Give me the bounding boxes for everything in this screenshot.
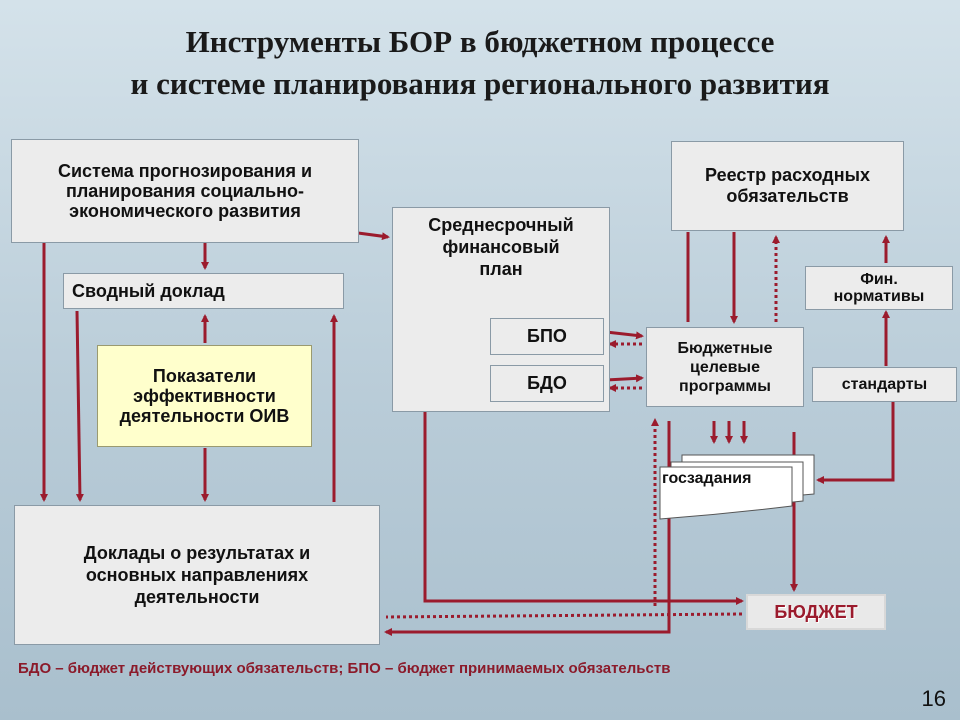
budget-box: БЮДЖЕТ	[746, 594, 886, 630]
page-number: 16	[921, 686, 946, 711]
summary-report-box: Сводный доклад	[63, 273, 344, 309]
footnote: БДО – бюджет действующих обязательств; Б…	[18, 660, 671, 677]
summary-report-label: Сводный доклад	[72, 280, 225, 301]
budget-label: БЮДЖЕТ	[774, 601, 858, 622]
arrow-summary-to-results	[75, 310, 84, 502]
registry-label: Реестр расходных обязательств	[705, 165, 870, 206]
fin-norms-box: Фин. нормативы	[805, 266, 953, 310]
arrow-bpo-to-programs	[605, 330, 644, 340]
standards-label: стандарты	[841, 375, 928, 393]
bdo-label: БДО	[527, 373, 567, 393]
target-programs-label: Бюджетные целевые программы	[677, 339, 773, 395]
state-tasks-shape	[659, 454, 815, 520]
bpo-label: БПО	[527, 326, 567, 346]
performance-indicators-label: Показатели эффективности деятельности ОИ…	[119, 366, 290, 426]
arrow-forecast-to-plan	[357, 231, 390, 241]
registry-box: Реестр расходных обязательств	[671, 141, 904, 231]
arrow-plan-to-budget	[423, 412, 744, 605]
performance-indicators-box: Показатели эффективности деятельности ОИ…	[97, 345, 312, 447]
bdo-box: БДО	[490, 365, 604, 402]
title-line-1: Инструменты БОР в бюджетном процессе	[185, 24, 775, 59]
medium-term-plan-label: Среднесрочный финансовый план	[428, 215, 574, 279]
forecast-system-label: Система прогнозирования и планирования с…	[57, 161, 313, 221]
arrow-bdo-to-programs	[605, 374, 644, 383]
arrow-standards-to-tasks	[816, 401, 895, 484]
results-reports-label: Доклады о результатах и основных направл…	[83, 543, 311, 607]
results-reports-box: Доклады о результатах и основных направл…	[14, 505, 380, 645]
title-line-2: и системе планирования регионального раз…	[130, 66, 830, 101]
target-programs-box: Бюджетные целевые программы	[646, 327, 804, 407]
state-tasks-label: госзадания	[662, 470, 752, 487]
bpo-box: БПО	[490, 318, 604, 355]
fin-norms-label: Фин. нормативы	[833, 271, 925, 305]
standards-box: стандарты	[812, 367, 957, 402]
dotted-budget-to-results	[385, 612, 743, 619]
forecast-system-box: Система прогнозирования и планирования с…	[11, 139, 359, 243]
